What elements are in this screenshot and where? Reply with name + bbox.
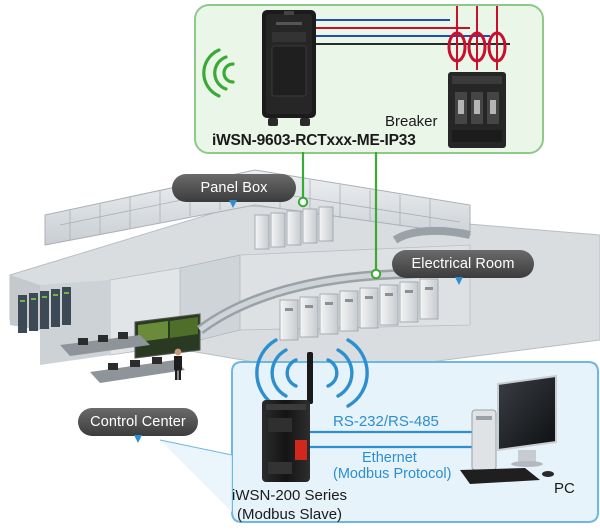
pc-illustration	[460, 374, 557, 484]
gateway-wifi-icon	[255, 338, 369, 408]
label-pill-shapes	[78, 174, 534, 443]
sensor-model-label: iWSN-9603-RCTxxx-ME-IP33	[212, 132, 416, 149]
control-center-label: Control Center	[90, 414, 186, 430]
pc-label: PC	[554, 480, 575, 497]
breaker-device	[448, 72, 506, 148]
electrical-room-label: Electrical Room	[411, 256, 515, 272]
ethernet-label-line1: Ethernet	[362, 450, 417, 466]
gateway-label-line2: (Modbus Slave)	[237, 506, 343, 523]
gateway-pc-links	[310, 430, 472, 449]
breaker-label: Breaker	[385, 113, 438, 130]
rs-link-label: RS-232/RS-485	[333, 413, 439, 430]
sensor-device	[262, 10, 316, 126]
wireless-links-green	[297, 152, 382, 280]
sensor-wifi-icon	[202, 48, 235, 98]
electrical-cabinets	[279, 278, 439, 341]
panel-box-label: Panel Box	[200, 180, 268, 196]
gateway-label-line1: iWSN-200 Series	[232, 487, 348, 504]
gateway-antenna	[307, 352, 313, 404]
operator-figure	[174, 348, 182, 380]
sensor-wires	[316, 19, 510, 45]
ethernet-label-line2: (Modbus Protocol)	[333, 466, 452, 482]
gateway-device	[262, 400, 310, 482]
